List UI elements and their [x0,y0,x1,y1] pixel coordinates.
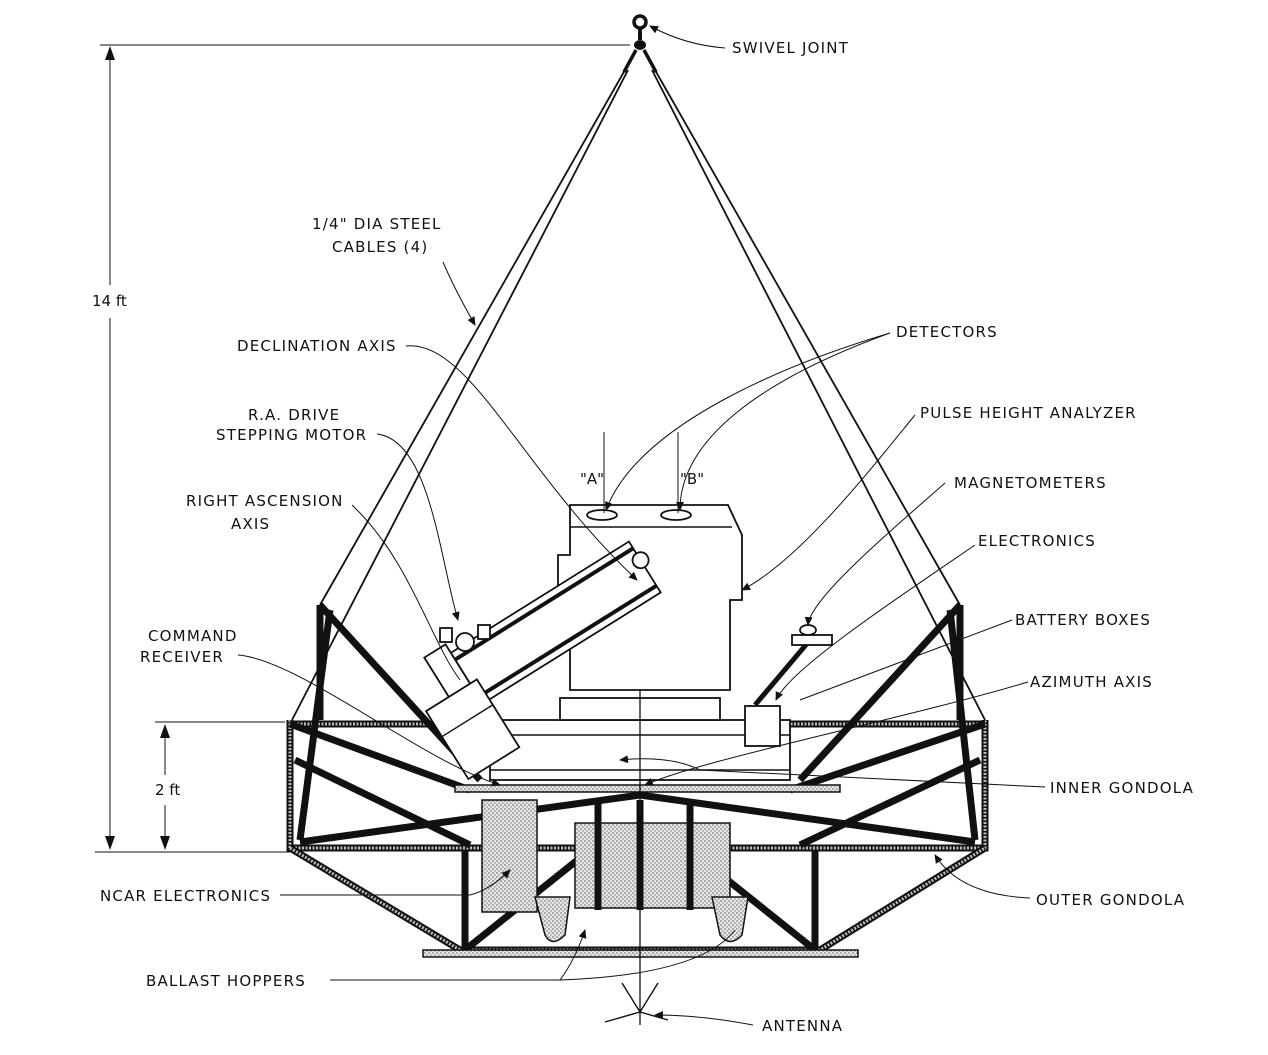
detector-housing: "A" "B" [557,432,743,691]
label-ra-axis-line2: AXIS [231,515,270,533]
ra-drive-motor [439,624,491,652]
label-cables-line2: CABLES (4) [332,238,428,256]
inner-gondola [454,690,841,1025]
label-detectors: DETECTORS [896,323,998,341]
label-ra-drive-line2: STEPPING MOTOR [216,426,367,444]
command-receiver [424,678,521,781]
label-cables-line1: 1/4" DIA STEEL [312,215,442,233]
battery-boxes [744,638,812,747]
leader-lines [237,25,1046,1026]
label-ballast-hoppers: BALLAST HOPPERS [146,972,306,990]
dimension-14ft-label: 14 ft [92,292,127,310]
detector-a-tag: "A" [580,470,604,488]
label-magnetometers: MAGNETOMETERS [954,474,1107,492]
label-azimuth-axis: AZIMUTH AXIS [1030,673,1153,691]
ballast-hoppers [534,896,749,943]
antenna [604,982,669,1023]
label-outer-gondola: OUTER GONDOLA [1036,891,1185,909]
label-ra-drive-line1: R.A. DRIVE [248,406,340,424]
label-battery-boxes: BATTERY BOXES [1015,611,1151,629]
label-command-line1: COMMAND [148,627,238,645]
label-command-line2: RECEIVER [140,648,224,666]
dimension-2ft: 2 ft [155,721,285,850]
label-pulse-height-analyzer: PULSE HEIGHT ANALYZER [920,404,1137,422]
label-electronics: ELECTRONICS [978,532,1096,550]
swivel-joint [622,14,658,73]
magnetometer [791,624,833,646]
label-inner-gondola: INNER GONDOLA [1050,779,1194,797]
dimension-2ft-label: 2 ft [155,781,180,799]
label-antenna: ANTENNA [762,1017,843,1035]
detector-b-tag: "B" [680,470,704,488]
label-ra-axis-line1: RIGHT ASCENSION [186,492,344,510]
steel-cables [291,69,986,721]
ncar-electronics-box [481,799,731,913]
label-swivel-joint: SWIVEL JOINT [732,39,849,57]
dimension-14ft: 14 ft [92,44,630,853]
label-ncar-electronics: NCAR ELECTRONICS [100,887,271,905]
label-declination-axis: DECLINATION AXIS [237,337,397,355]
